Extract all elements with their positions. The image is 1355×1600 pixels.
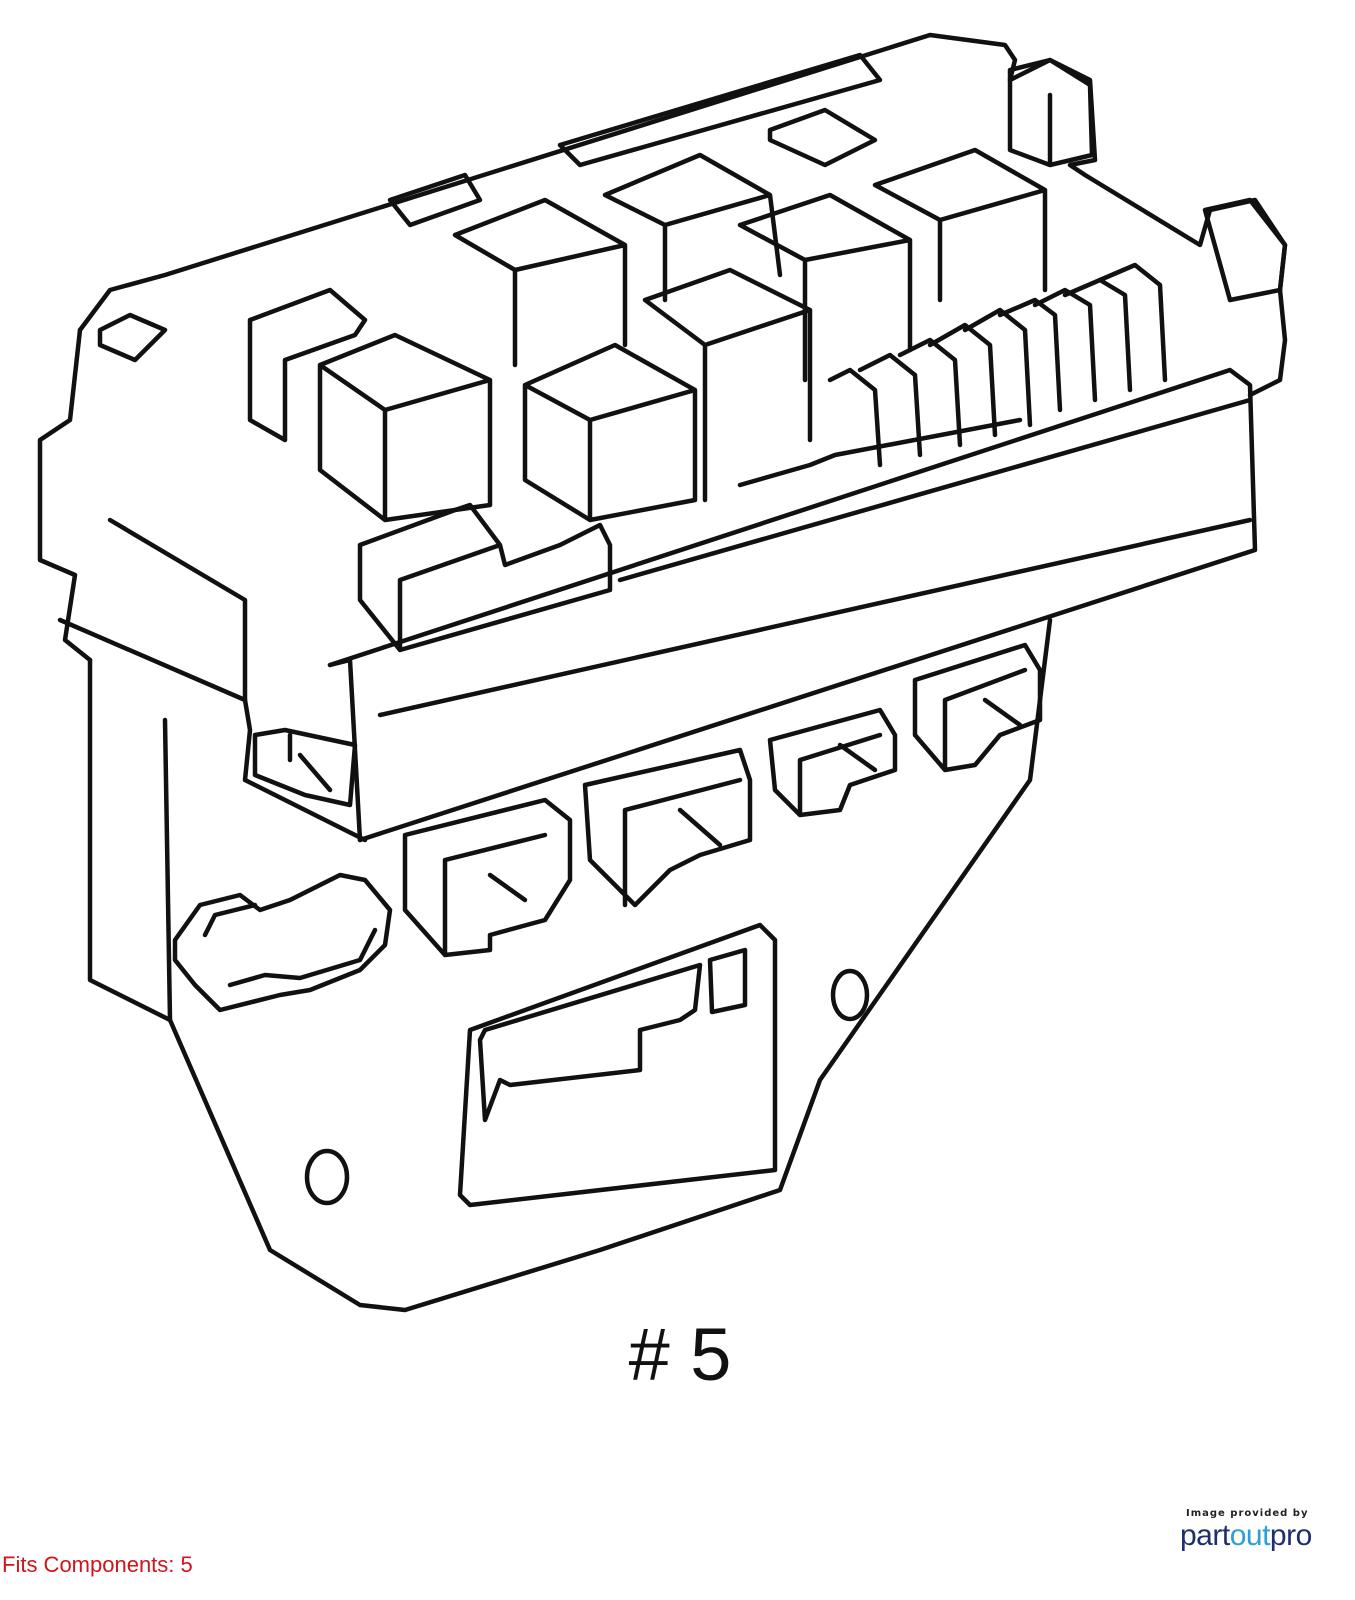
body-slab [57, 617, 368, 843]
label-slot [477, 962, 703, 1123]
label-window [707, 947, 748, 1015]
relay-8 [357, 502, 613, 653]
mounting-hole-left [304, 1148, 350, 1206]
corner-tab [1202, 197, 1288, 303]
fuse-rib-5 [962, 307, 1033, 428]
fuse-rib-6 [997, 297, 1063, 413]
slot-3 [767, 107, 878, 168]
front-rail-mid [617, 397, 1253, 583]
body-left-face [162, 717, 173, 1023]
front-rail-top [327, 367, 1258, 843]
lid-outline [77, 32, 1288, 398]
connector-2 [582, 747, 753, 908]
left-post [247, 287, 368, 443]
left-clip [252, 727, 358, 808]
connector-3 [767, 707, 898, 818]
fuse-base [737, 417, 1023, 488]
relay-4 [642, 267, 813, 503]
fuse-rib-1 [827, 367, 883, 468]
connector-1 [402, 797, 573, 958]
relay-6 [737, 192, 913, 383]
brand-tagline: Image provided by [1186, 1508, 1309, 1519]
right-tab [1007, 57, 1095, 168]
slot-2 [387, 172, 483, 228]
fuse-rib-7 [1032, 287, 1098, 403]
fuse-rib-9 [1097, 262, 1168, 383]
logo-out: out [1229, 1519, 1271, 1552]
fits-components-label: Fits Components: 5 [2, 1552, 193, 1577]
body-slab-2 [107, 517, 248, 703]
lid-left-edge [37, 327, 93, 663]
connector-4 [912, 642, 1043, 773]
fuse-rib-2 [857, 352, 923, 458]
slot-1 [557, 52, 883, 168]
front-rail-left [327, 657, 363, 843]
logo-part: part [1180, 1519, 1230, 1552]
left-tab [97, 312, 168, 363]
left-bracket [172, 872, 393, 1013]
front-rail-inner [377, 517, 1253, 718]
relay-1 [317, 332, 493, 523]
fuse-rib-8 [1062, 277, 1133, 393]
relay-3 [452, 197, 628, 368]
brand-block: Image provided by partoutpro [1180, 1508, 1340, 1553]
mounting-hole-right [830, 968, 870, 1022]
fuse-rib-4 [927, 322, 998, 438]
relay-5 [602, 152, 783, 303]
logo-pro: pro [1269, 1519, 1312, 1552]
relay-7 [872, 147, 1048, 303]
partoutpro-logo: partoutpro [1180, 1519, 1340, 1553]
fuse-box-diagram [37, 32, 1288, 1313]
body-left-side [87, 617, 1053, 1313]
relay-2 [522, 342, 698, 523]
fuse-rib-3 [897, 337, 963, 448]
lower-panel [457, 922, 778, 1208]
callout-label: # 5 [628, 1313, 732, 1396]
